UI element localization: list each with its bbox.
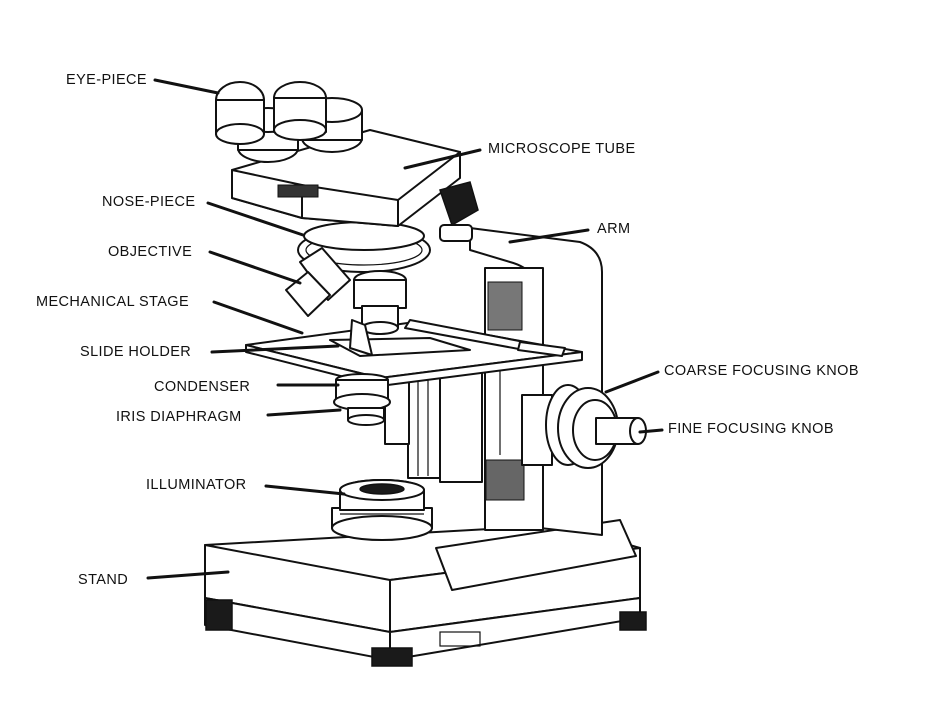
label-coarse-focusing-knob: COARSE FOCUSING KNOB <box>664 363 859 379</box>
label-condenser: CONDENSER <box>154 379 250 395</box>
label-slide-holder: SLIDE HOLDER <box>80 344 191 360</box>
label-fine-focusing-knob: FINE FOCUSING KNOB <box>668 421 834 437</box>
label-microscope-tube: MICROSCOPE TUBE <box>488 141 636 157</box>
label-nose-piece: NOSE-PIECE <box>102 194 195 210</box>
label-iris-diaphragm: IRIS DIAPHRAGM <box>116 409 242 425</box>
condenser <box>333 373 391 426</box>
label-illuminator: ILLUMINATOR <box>146 477 247 493</box>
eyepieces <box>215 81 363 163</box>
nosepiece-objectives <box>285 221 431 356</box>
arm <box>469 227 603 536</box>
label-stand: STAND <box>78 572 128 588</box>
illuminator <box>331 479 433 541</box>
focusing-knobs <box>521 384 647 469</box>
label-objective: OBJECTIVE <box>108 244 192 260</box>
label-mechanical-stage: MECHANICAL STAGE <box>36 294 189 310</box>
label-eye-piece: EYE-PIECE <box>66 72 147 88</box>
stand-base <box>204 519 647 667</box>
label-arm: ARM <box>597 221 630 237</box>
substage-column <box>384 369 483 483</box>
leader-lines <box>146 78 664 580</box>
